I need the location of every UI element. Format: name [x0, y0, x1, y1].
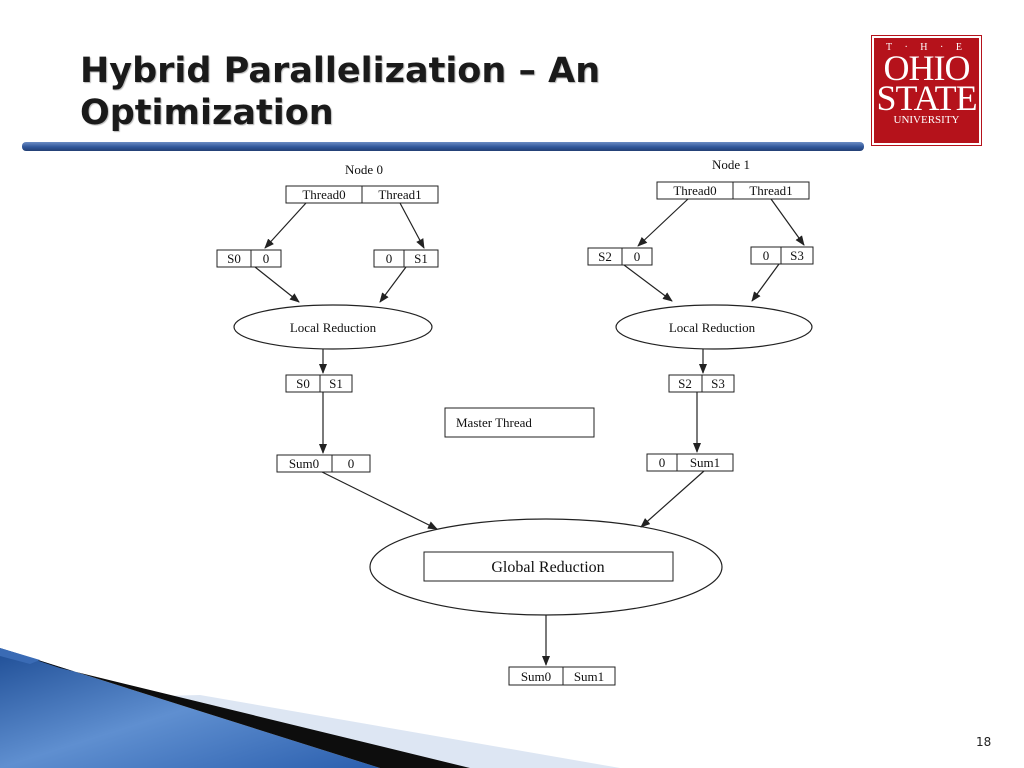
node1-reduced-pair: S2 S3 [668, 374, 735, 393]
logo-line-ohio: OHIO [883, 48, 971, 88]
node0-thread-row: Thread0 Thread1 [285, 185, 439, 204]
node0-reduced-pair: S0 S1 [285, 374, 353, 393]
global-reduction-label: Global Reduction [491, 559, 604, 576]
logo-line-university: UNIVERSITY [893, 114, 960, 126]
title-underline-bar [22, 142, 864, 151]
node1-reduced-s2: S2 [678, 376, 692, 391]
global-reduction-box [423, 551, 674, 582]
edge-node0-thread1-to-right [399, 202, 425, 249]
node0-left-pair-zero: 0 [263, 251, 270, 266]
edge-node0-thread0-to-left [264, 202, 307, 249]
node0-reduced-s1: S1 [329, 376, 343, 391]
edge-node1-left-to-reduction [623, 264, 673, 302]
node1-right-pair-zero: 0 [763, 248, 770, 263]
slide-title: Hybrid Parallelization – An Optimization [80, 51, 601, 133]
edge-node1-thread1-to-right [770, 198, 805, 246]
edge-node0-sum-to-global [321, 471, 438, 530]
node0-sum-pair: Sum0 0 [276, 454, 371, 473]
edge-node0-left-to-reduction [254, 266, 300, 303]
result-pair: Sum0 Sum1 [508, 666, 616, 686]
node1-thread1-label: Thread1 [749, 183, 792, 198]
node0-right-pair: 0 S1 [373, 249, 439, 268]
node1-thread0-label: Thread0 [673, 183, 716, 198]
edge-node0-right-to-reduction [379, 266, 407, 303]
node0-right-pair-zero: 0 [386, 251, 393, 266]
node0-reduced-s0: S0 [296, 376, 310, 391]
node1-left-pair-zero: 0 [634, 249, 641, 264]
edge-node1-thread0-to-left [637, 198, 689, 247]
result-sum0: Sum0 [521, 669, 551, 684]
node1-right-pair-s: S3 [790, 248, 804, 263]
node0-label: Node 0 [345, 162, 383, 177]
node0-left-pair: S0 0 [216, 249, 282, 268]
master-thread-label: Master Thread [456, 415, 532, 430]
node0-sum-value: Sum0 [289, 456, 319, 471]
result-sum1: Sum1 [574, 669, 604, 684]
node1-sum-pair: 0 Sum1 [646, 453, 734, 472]
node0-right-pair-s: S1 [414, 251, 428, 266]
logo-line-the: T · H · E [886, 42, 967, 53]
node1-thread-row: Thread0 Thread1 [656, 181, 810, 200]
master-thread-box [444, 407, 595, 438]
page-number: 18 [976, 735, 992, 749]
edge-node1-right-to-reduction [751, 263, 780, 302]
node1-left-pair: S2 0 [587, 247, 653, 266]
node0-local-reduction-ellipse [233, 304, 433, 350]
node1-local-reduction-label: Local Reduction [669, 320, 756, 335]
node1-reduced-s3: S3 [711, 376, 725, 391]
node1-sum-zero: 0 [659, 455, 666, 470]
node1-local-reduction-ellipse [615, 304, 813, 350]
slide-corner-decoration [0, 648, 620, 768]
node0-sum-zero: 0 [348, 456, 355, 471]
edge-node1-sum-to-global [640, 470, 705, 528]
node0-thread1-label: Thread1 [378, 187, 421, 202]
logo-line-state: STATE [876, 78, 977, 118]
node0-thread0-label: Thread0 [302, 187, 345, 202]
node1-right-pair: 0 S3 [750, 246, 814, 265]
ohio-state-logo: T · H · E OHIO STATE UNIVERSITY [871, 35, 982, 146]
node1-label: Node 1 [712, 157, 750, 172]
node0-left-pair-s: S0 [227, 251, 241, 266]
node1-sum-value: Sum1 [690, 455, 720, 470]
node0-local-reduction-label: Local Reduction [290, 320, 377, 335]
node1-left-pair-s: S2 [598, 249, 612, 264]
